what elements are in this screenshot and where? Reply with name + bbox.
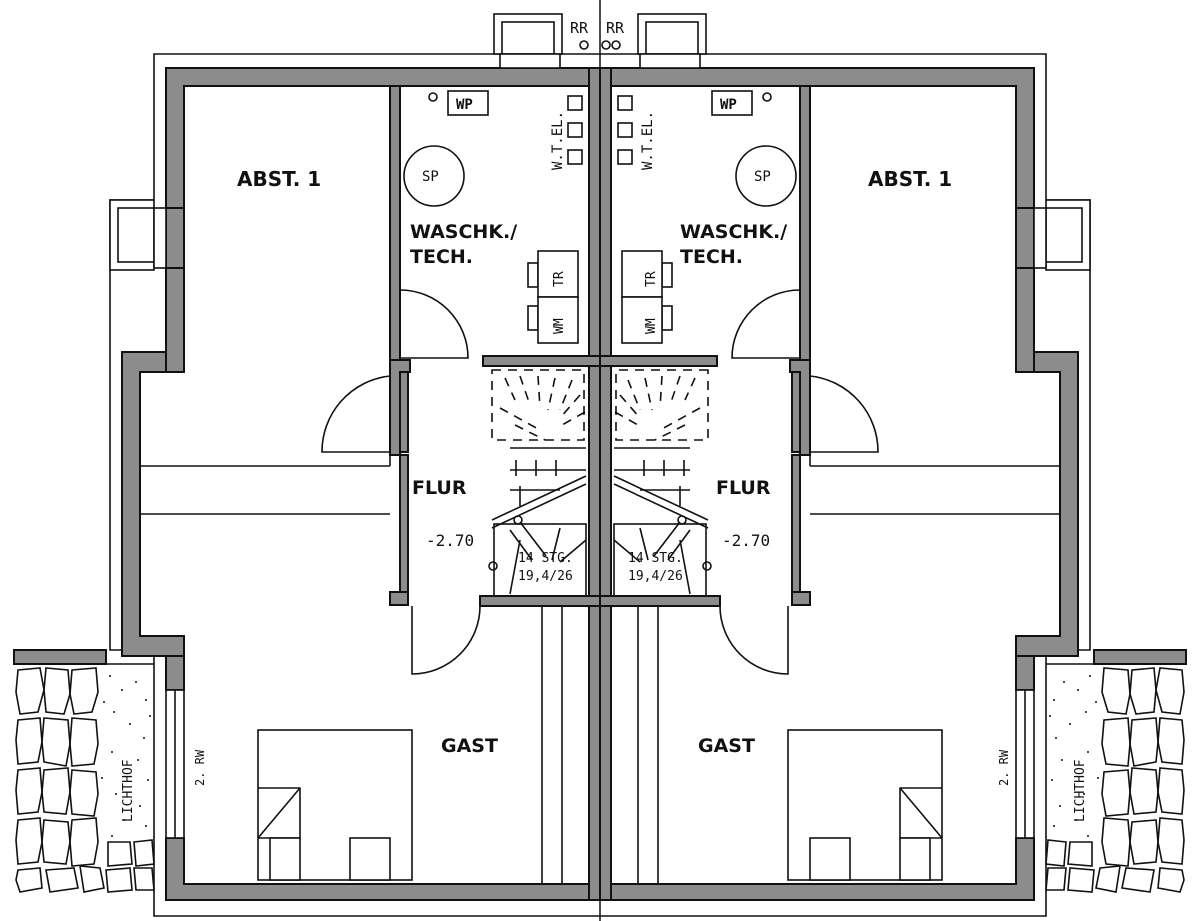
wm-label-left: WM	[552, 318, 567, 334]
lichthof-label-left: LICHTHOF	[121, 759, 136, 822]
stairs-ratio-left: 19,4/26	[518, 569, 573, 584]
room-label-abst-left: ABST. 1	[237, 167, 321, 191]
room-label-flur-right: FLUR	[716, 477, 771, 499]
wtel-label-right: W.T.EL.	[640, 111, 656, 170]
rw-label-right: 2. RW	[997, 749, 1011, 786]
room-label-flur-left: FLUR	[412, 477, 467, 499]
wp-label-left: WP	[456, 97, 473, 113]
rr-label-right: RR	[606, 19, 625, 37]
room-label-tech-right: TECH.	[680, 246, 743, 268]
sp-label-right: SP	[754, 169, 771, 185]
stairs-count-left: 14 STG.	[518, 551, 573, 566]
rw-label-left: 2. RW	[193, 749, 207, 786]
wtel-label-left: W.T.EL.	[550, 111, 566, 170]
level-label-right: -2.70	[722, 531, 770, 550]
rr-label-left: RR	[570, 19, 589, 37]
room-label-waschk-right: WASCHK./	[680, 221, 787, 243]
lichthof-label-right: LICHTHOF	[1073, 759, 1088, 822]
stairs-count-right: 14 STG.	[628, 551, 683, 566]
wp-label-right: WP	[720, 97, 737, 113]
wm-label-right: WM	[644, 318, 659, 334]
left-unit	[13, 13, 601, 917]
sp-label-left: SP	[422, 169, 439, 185]
room-label-gast-right: GAST	[698, 735, 755, 757]
room-label-waschk-left: WASCHK./	[410, 221, 517, 243]
tr-label-left: TR	[552, 271, 567, 287]
level-label-left: -2.70	[426, 531, 474, 550]
room-label-abst-right: ABST. 1	[868, 167, 952, 191]
tr-label-right: TR	[644, 271, 659, 287]
room-label-gast-left: GAST	[441, 735, 498, 757]
right-unit	[599, 13, 1187, 917]
stairs-ratio-right: 19,4/26	[628, 569, 683, 584]
room-label-tech-left: TECH.	[410, 246, 473, 268]
